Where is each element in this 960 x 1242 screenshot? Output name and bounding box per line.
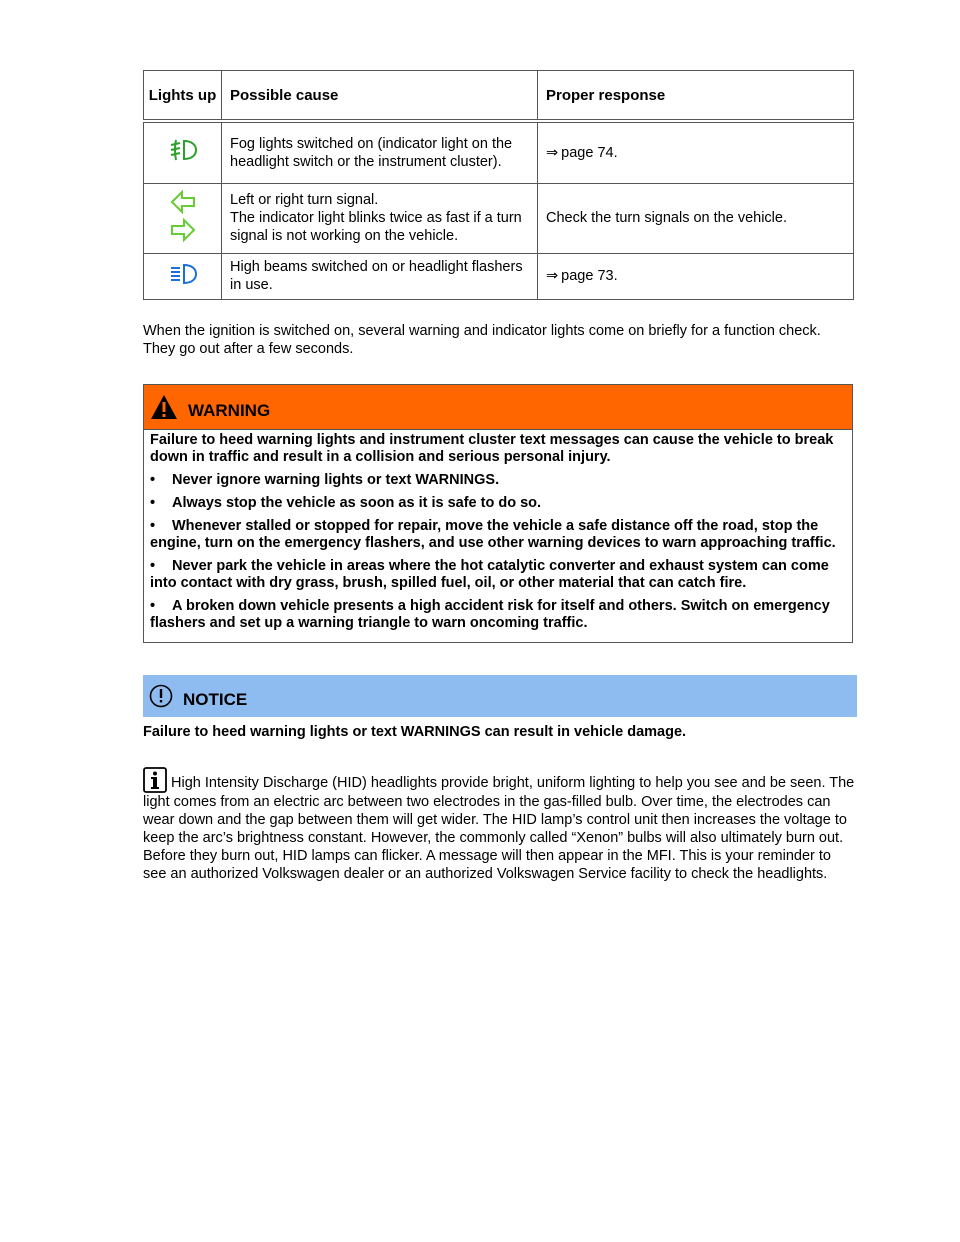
response-cell: ⇒page 74. [537, 120, 854, 184]
manual-page: Lights up Possible cause Proper response… [143, 70, 857, 883]
arrow-right-icon: ⇒ [546, 144, 559, 161]
info-icon [143, 766, 167, 793]
list-item: •Whenever stalled or stopped for repair,… [150, 517, 836, 551]
cause-cell: Fog lights switched on (indicator light … [221, 120, 538, 184]
page-link[interactable]: page 73. [561, 268, 618, 284]
list-item: •A broken down vehicle presents a high a… [150, 597, 830, 631]
header-possible-cause: Possible cause [221, 70, 538, 123]
indicator-lights-table: Lights up Possible cause Proper response… [143, 70, 854, 300]
list-item: •Never ignore warning lights or text WAR… [150, 471, 500, 488]
bullet-icon: • [150, 597, 156, 614]
arrow-right-icon: ⇒ [546, 268, 559, 284]
cause-line: Left or right turn signal. [230, 192, 379, 208]
table-header-row: Lights up Possible cause Proper response [143, 70, 854, 123]
info-paragraph: High Intensity Discharge (HID) headlight… [143, 766, 855, 883]
table-row: Left or right turn signal. The indicator… [143, 182, 854, 254]
warning-lead: Failure to heed warning lights and instr… [150, 431, 834, 465]
cause-cell: High beams switched on or headlight flas… [221, 252, 538, 300]
list-item: •Never park the vehicle in areas where t… [150, 557, 829, 591]
table-row: Fog lights switched on (indicator light … [143, 120, 854, 184]
notice-title: NOTICE [183, 689, 248, 709]
warning-triangle-icon [151, 394, 177, 419]
table-row: High beams switched on or headlight flas… [143, 252, 854, 300]
header-lights-up: Lights up [143, 70, 222, 123]
list-item: •Always stop the vehicle as soon as it i… [150, 494, 542, 511]
notice-header: NOTICE [143, 674, 857, 717]
bullet-icon: • [150, 494, 156, 511]
bullet-icon: • [150, 517, 156, 534]
header-proper-response: Proper response [537, 70, 854, 123]
notice-exclamation-icon [149, 684, 173, 707]
info-text: High Intensity Discharge (HID) headlight… [143, 774, 855, 882]
warning-header: WARNING [144, 384, 852, 430]
high-beam-icon [170, 263, 197, 284]
warning-box: WARNING Failure to heed warning lights a… [143, 383, 853, 643]
notice-text: Failure to heed warning lights or text W… [143, 723, 687, 740]
page-link[interactable]: page 74. [561, 144, 618, 161]
fog-light-icon [170, 140, 197, 161]
cause-line: The indicator light blinks twice as fast… [230, 210, 522, 244]
cause-cell: Left or right turn signal. The indicator… [221, 182, 538, 254]
warning-title: WARNING [188, 400, 271, 420]
bullet-icon: • [150, 471, 156, 488]
response-cell: Check the turn signals on the vehicle. [537, 182, 854, 254]
warning-body: Failure to heed warning lights and instr… [144, 430, 852, 642]
bullet-icon: • [150, 557, 156, 574]
intro-paragraph: When the ignition is switched on, severa… [143, 322, 821, 357]
turn-signal-icon [170, 189, 195, 242]
response-cell: ⇒page 73. [537, 252, 854, 300]
